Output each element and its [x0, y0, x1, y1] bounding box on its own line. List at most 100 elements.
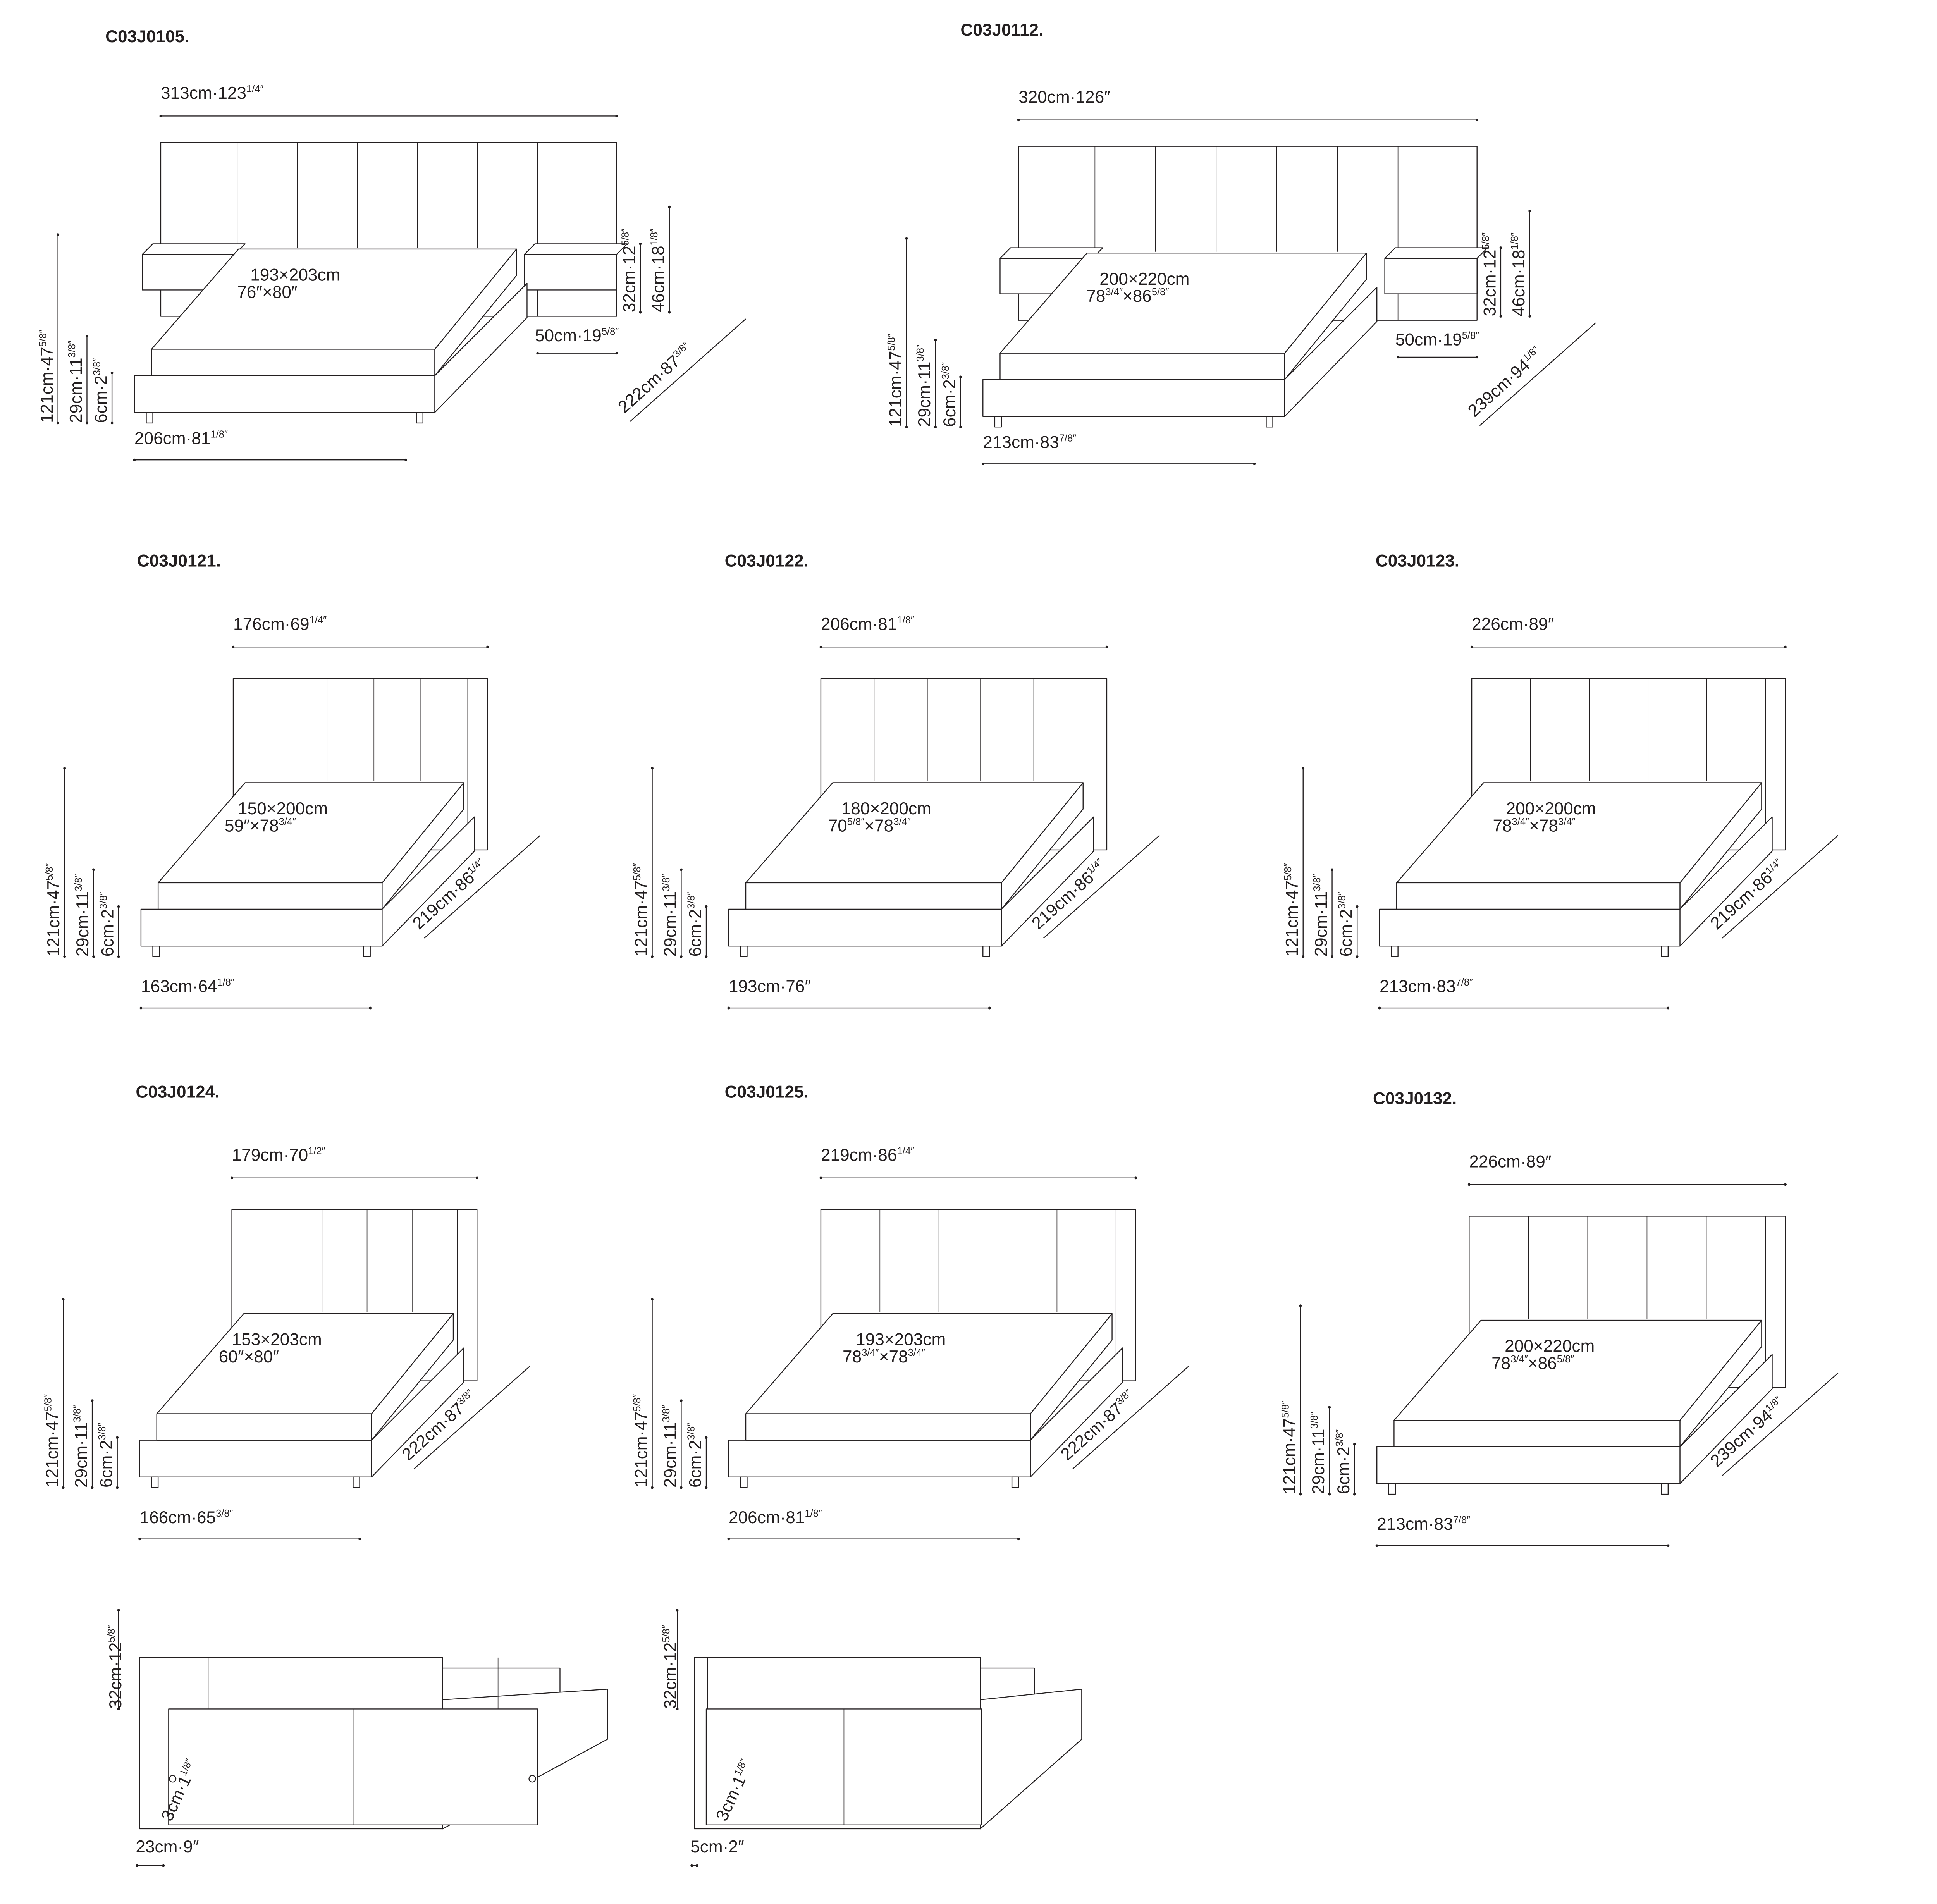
fraction-superscript: 5/8″ — [602, 326, 619, 337]
height-label: 32cm·125/8″ — [106, 1625, 125, 1709]
dimension-end — [1375, 1544, 1378, 1547]
fraction-superscript: 1/4″ — [897, 1146, 914, 1157]
dimension-end — [232, 645, 235, 648]
bed-base-front — [982, 379, 1285, 417]
dimension-end — [57, 233, 60, 236]
dimension-end — [475, 1176, 478, 1180]
handle-icon — [169, 1775, 177, 1783]
label-text: 29cm·11 — [67, 358, 86, 423]
mattress-size-in: 60″×80″ — [219, 1347, 279, 1366]
fraction-superscript: 3/8″ — [216, 1508, 233, 1519]
depth-dimension — [1072, 1366, 1189, 1470]
fraction-superscript: 5/8″ — [1283, 863, 1294, 880]
height-label: 29cm·113/8″ — [1312, 874, 1331, 956]
height-label: 29cm·113/8″ — [915, 344, 934, 427]
fraction-superscript: 3/8″ — [661, 874, 672, 891]
depth-dimension — [1722, 1373, 1839, 1476]
label-text: 6cm·2 — [97, 1440, 116, 1488]
dimension-end — [651, 955, 654, 958]
bed-drawing-c03j0112: C03J0112.200×220cm783/4″×865/8″320cm·126… — [886, 21, 1596, 465]
label-text: 200×200cm — [1506, 799, 1596, 818]
nightstand-top-height-label: 46cm·181/8″ — [649, 229, 668, 312]
fraction-superscript: 3/8″ — [1312, 874, 1323, 891]
base-width-label: 213cm·837/8″ — [1377, 1515, 1470, 1534]
height-label: 121cm·475/8″ — [1280, 1401, 1299, 1494]
label-text: ×78 — [864, 816, 893, 835]
fraction-superscript: 7/8″ — [1456, 977, 1473, 988]
overall-width-dimension — [1470, 645, 1787, 648]
model-code: C03J0112. — [960, 21, 1043, 40]
fraction-superscript: 5/8″ — [620, 229, 631, 246]
label-text: 23cm·9″ — [136, 1837, 199, 1856]
label-text: 206cm·81 — [134, 429, 211, 448]
dimension-end — [1105, 645, 1108, 648]
label-text: 222cm·87 — [614, 352, 684, 417]
model-code: C03J0132. — [1373, 1089, 1457, 1108]
label-text: C03J0132. — [1373, 1089, 1457, 1108]
height-label: 29cm·113/8″ — [72, 1405, 91, 1488]
dimension-end — [1356, 905, 1359, 908]
height-label: 6cm·23/8″ — [1337, 892, 1356, 956]
base-width-label: 193cm·76″ — [729, 977, 811, 996]
dimension-end — [819, 1176, 822, 1180]
nightstand-top — [1384, 247, 1488, 259]
label-text: 121cm·47 — [632, 1412, 651, 1488]
dimension-end — [705, 1486, 708, 1489]
label-text: 176cm·69 — [233, 615, 310, 634]
dimension-end — [959, 375, 962, 378]
overall-width-dimension — [232, 645, 489, 648]
label-text: C03J0112. — [960, 21, 1043, 40]
dimension-end — [57, 421, 60, 425]
height-dimension — [1328, 1406, 1331, 1496]
label-text: 179cm·70 — [232, 1146, 308, 1165]
height-dimension — [905, 237, 908, 428]
dimension-end — [727, 1538, 730, 1541]
dimension-end — [1378, 1006, 1381, 1010]
label-text: 163cm·64 — [141, 977, 217, 996]
label-text: C03J0123. — [1376, 552, 1459, 571]
nightstand-depth-dimension — [536, 352, 618, 355]
label-text: 76″×80″ — [237, 283, 297, 302]
mattress-size-in: 705/8″×783/4″ — [828, 816, 911, 835]
model-code: C03J0125. — [725, 1082, 809, 1101]
label-text: 50cm·19 — [535, 326, 602, 345]
offset-label: 23cm·9″ — [136, 1837, 199, 1856]
overall-width-dimension — [1467, 1183, 1787, 1186]
height-label: 121cm·475/8″ — [44, 863, 63, 956]
dimension-end — [117, 1608, 120, 1612]
overall-width-dimension — [819, 1176, 1137, 1180]
mattress-size-in: 783/4″×783/4″ — [1493, 816, 1576, 835]
height-dimension — [1302, 767, 1305, 958]
height-dimension — [959, 375, 962, 428]
dimension-end — [639, 311, 642, 314]
bed-leg — [151, 1476, 159, 1488]
base-width-dimension — [727, 1006, 991, 1010]
base-width-dimension — [1375, 1544, 1670, 1547]
dimension-end — [116, 1486, 119, 1489]
overall-width-label: 320cm·126″ — [1018, 88, 1110, 107]
bed-leg — [1391, 946, 1399, 957]
dimension-end — [705, 955, 708, 958]
height-label: 6cm·23/8″ — [686, 1423, 705, 1488]
model-code: C03J0124. — [136, 1082, 219, 1101]
label-text: 29cm·11 — [1312, 891, 1331, 957]
dimension-end — [905, 237, 908, 240]
fraction-superscript: 7/8″ — [1453, 1515, 1470, 1526]
dimension-end — [358, 1538, 361, 1541]
nightstand-height-dimension — [639, 242, 642, 314]
dimension-end — [1017, 1538, 1020, 1541]
fraction-superscript: 3/8″ — [915, 344, 926, 361]
dimension-end — [536, 352, 539, 355]
label-text: C03J0125. — [725, 1082, 809, 1101]
height-label: 121cm·475/8″ — [632, 1394, 651, 1488]
fraction-superscript: 3/8″ — [1334, 1429, 1345, 1446]
dimension-end — [1331, 868, 1333, 871]
label-text: C03J0121. — [137, 552, 221, 571]
height-label: 6cm·23/8″ — [1334, 1429, 1353, 1494]
height-label: 29cm·113/8″ — [67, 341, 86, 423]
bed-leg — [353, 1476, 360, 1488]
dimension-end — [668, 205, 671, 208]
height-dimension — [117, 1608, 120, 1710]
overall-width-label: 176cm·691/4″ — [233, 615, 327, 634]
fraction-superscript: 3/4″ — [1510, 1354, 1528, 1365]
